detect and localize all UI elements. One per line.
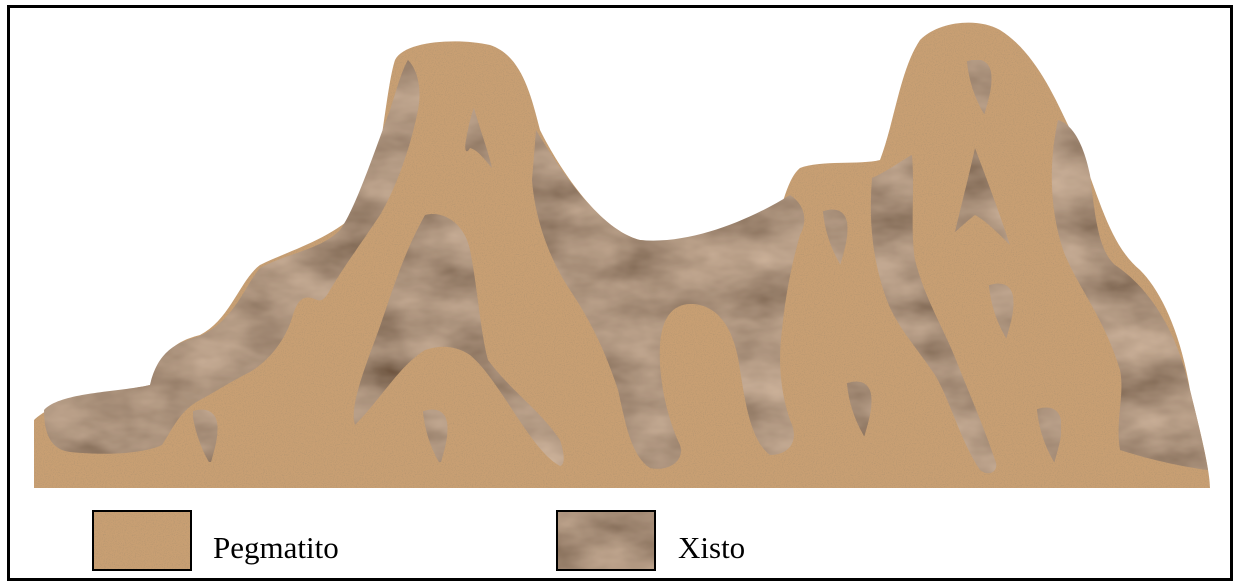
legend-swatch-pegmatito (93, 511, 191, 570)
legend-label-pegmatito: Pegmatito (213, 532, 339, 563)
legend-label-xisto: Xisto (678, 532, 745, 563)
legend-swatch-xisto (557, 511, 655, 570)
